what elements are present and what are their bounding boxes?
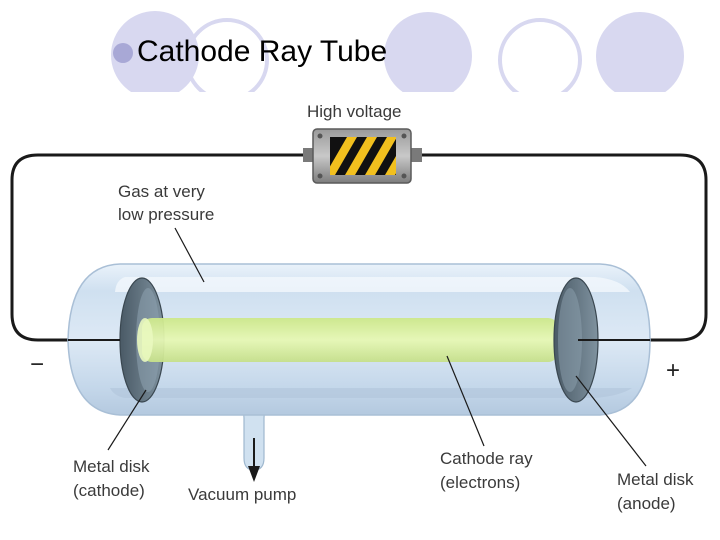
arrow-down-icon [248,466,260,482]
cathode-label-line1: Metal disk [73,457,150,476]
cathode-ray [142,318,558,362]
circuit-wire [10,153,304,342]
gas-leader-line [174,227,205,283]
positive-sign: + [666,357,680,384]
cathode-label-line2: (cathode) [73,481,145,500]
header-decoration [111,11,684,92]
bullet-icon [113,43,133,63]
header-circle [384,12,472,92]
gas-label-line1: Gas at very [118,182,205,201]
cathode-ray-tube-diagram: High voltage − + Gas at very low pressur [10,102,708,513]
header-circle [596,12,684,92]
cathode-leader-line [107,389,147,451]
negative-sign: − [30,351,44,378]
anode-label-line1: Metal disk [617,470,694,489]
cathode-ray-label-line1: Cathode ray [440,449,533,468]
cathode-ray-end [137,318,153,362]
header-circle [498,18,582,92]
vacuum-pump-label: Vacuum pump [188,485,296,504]
anode-label-line2: (anode) [617,494,676,513]
high-voltage-label: High voltage [307,102,402,121]
circuit-wire [420,153,708,342]
header-circle [111,11,199,92]
cathode-ray-label-line2: (electrons) [440,473,520,492]
anode-leader-line [575,375,647,467]
title-row: Cathode Ray Tube [113,30,387,74]
slide-title: Cathode Ray Tube [137,35,388,68]
gas-label-line2: low pressure [118,205,214,224]
glass-shadow [110,388,632,398]
ray-leader-line [446,355,485,447]
glass-highlight [115,277,630,292]
high-voltage-source [303,128,422,184]
anode-disk-face [558,288,582,392]
warning-stripes [330,137,396,175]
header-circle [185,18,269,92]
